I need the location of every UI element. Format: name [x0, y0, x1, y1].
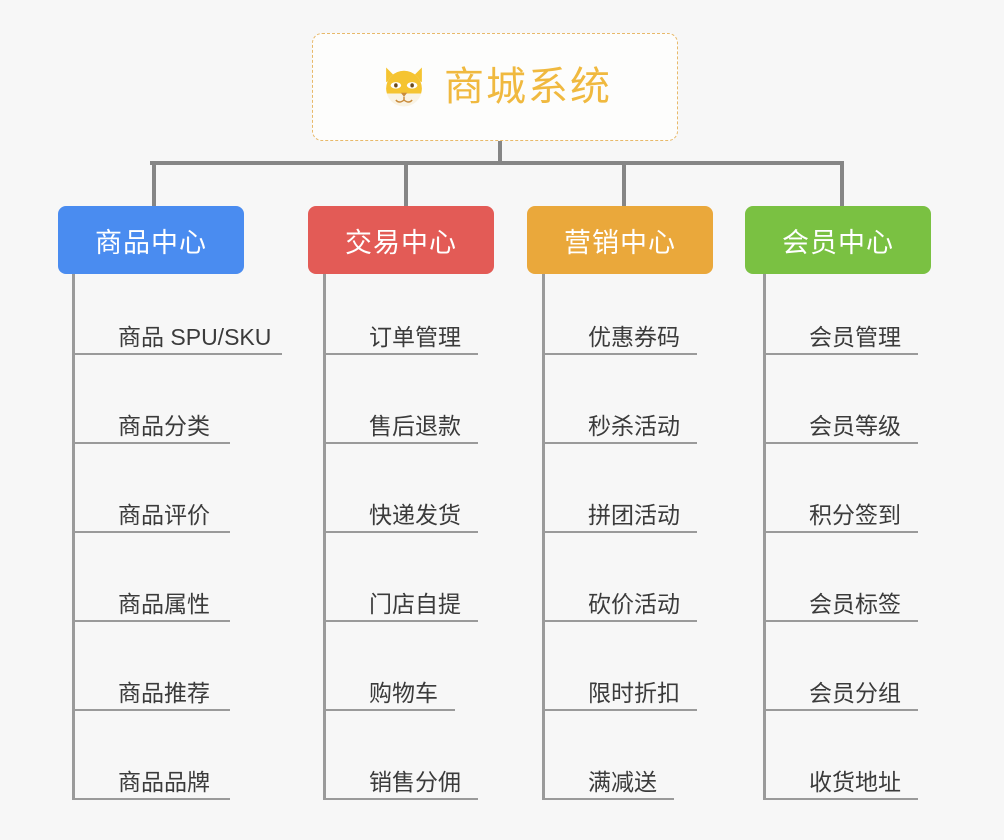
- leaf-item[interactable]: 商品属性: [72, 578, 230, 622]
- leaf-item[interactable]: 会员等级: [763, 400, 918, 444]
- leaf-item-label: 秒杀活动: [588, 413, 680, 439]
- leaf-item-label: 销售分佣: [369, 769, 461, 795]
- root-node[interactable]: 商城系统: [312, 33, 678, 141]
- branch-spine-1: [72, 274, 75, 800]
- root-stem-connector: [498, 141, 502, 163]
- leaf-item[interactable]: 商品品牌: [72, 756, 230, 800]
- leaf-item-label: 快递发货: [369, 502, 461, 528]
- leaf-item[interactable]: 会员分组: [763, 667, 918, 711]
- leaf-item-label: 优惠券码: [588, 324, 680, 350]
- leaf-item-label: 会员标签: [809, 591, 901, 617]
- leaf-item-label: 购物车: [369, 680, 438, 706]
- leaf-item-label: 商品评价: [118, 502, 210, 528]
- category-title: 商品中心: [95, 227, 207, 258]
- category-title: 营销中心: [564, 227, 676, 258]
- leaf-item[interactable]: 收货地址: [763, 756, 918, 800]
- leaf-item[interactable]: 满减送: [542, 756, 674, 800]
- leaf-item-label: 商品品牌: [118, 769, 210, 795]
- leaf-item-label: 积分签到: [809, 502, 901, 528]
- leaf-item-label: 拼团活动: [588, 502, 680, 528]
- leaf-item-label: 收货地址: [809, 769, 901, 795]
- branch-spine-2: [323, 274, 326, 800]
- branch-drop-connector-2: [404, 161, 408, 206]
- horizontal-bus-connector: [150, 161, 842, 165]
- leaf-item[interactable]: 优惠券码: [542, 311, 697, 355]
- category-box-2[interactable]: 交易中心: [308, 206, 494, 274]
- branch-spine-4: [763, 274, 766, 800]
- shiba-dog-face-emoji: [378, 61, 430, 113]
- leaf-item[interactable]: 会员管理: [763, 311, 918, 355]
- leaf-item-label: 商品推荐: [118, 680, 210, 706]
- leaf-item-label: 售后退款: [369, 413, 461, 439]
- category-box-4[interactable]: 会员中心: [745, 206, 931, 274]
- leaf-item-label: 订单管理: [369, 324, 461, 350]
- leaf-item-label: 商品 SPU/SKU: [118, 324, 272, 350]
- leaf-item[interactable]: 商品评价: [72, 489, 230, 533]
- leaf-item[interactable]: 订单管理: [323, 311, 478, 355]
- leaf-item-label: 商品属性: [118, 591, 210, 617]
- leaf-item-label: 会员管理: [809, 324, 901, 350]
- branch-drop-connector-4: [840, 161, 844, 206]
- leaf-item-label: 会员分组: [809, 680, 901, 706]
- leaf-item[interactable]: 限时折扣: [542, 667, 697, 711]
- leaf-item[interactable]: 商品分类: [72, 400, 230, 444]
- category-title: 会员中心: [782, 227, 894, 258]
- leaf-item-label: 会员等级: [809, 413, 901, 439]
- category-title: 交易中心: [345, 227, 457, 258]
- category-box-1[interactable]: 商品中心: [58, 206, 244, 274]
- leaf-item-label: 满减送: [588, 769, 657, 795]
- leaf-item[interactable]: 快递发货: [323, 489, 478, 533]
- leaf-item[interactable]: 商品 SPU/SKU: [72, 311, 282, 355]
- root-title: 商城系统: [444, 65, 612, 109]
- leaf-item[interactable]: 销售分佣: [323, 756, 478, 800]
- leaf-item[interactable]: 拼团活动: [542, 489, 697, 533]
- leaf-item[interactable]: 积分签到: [763, 489, 918, 533]
- leaf-item[interactable]: 商品推荐: [72, 667, 230, 711]
- leaf-item[interactable]: 门店自提: [323, 578, 478, 622]
- leaf-item-label: 门店自提: [369, 591, 461, 617]
- branch-drop-connector-3: [622, 161, 626, 206]
- leaf-item[interactable]: 售后退款: [323, 400, 478, 444]
- leaf-item[interactable]: 会员标签: [763, 578, 918, 622]
- branch-drop-connector-1: [152, 161, 156, 206]
- leaf-item[interactable]: 砍价活动: [542, 578, 697, 622]
- leaf-item[interactable]: 购物车: [323, 667, 455, 711]
- leaf-item-label: 商品分类: [118, 413, 210, 439]
- leaf-item[interactable]: 秒杀活动: [542, 400, 697, 444]
- branch-spine-3: [542, 274, 545, 800]
- leaf-item-label: 砍价活动: [588, 591, 680, 617]
- category-box-3[interactable]: 营销中心: [527, 206, 713, 274]
- leaf-item-label: 限时折扣: [588, 680, 680, 706]
